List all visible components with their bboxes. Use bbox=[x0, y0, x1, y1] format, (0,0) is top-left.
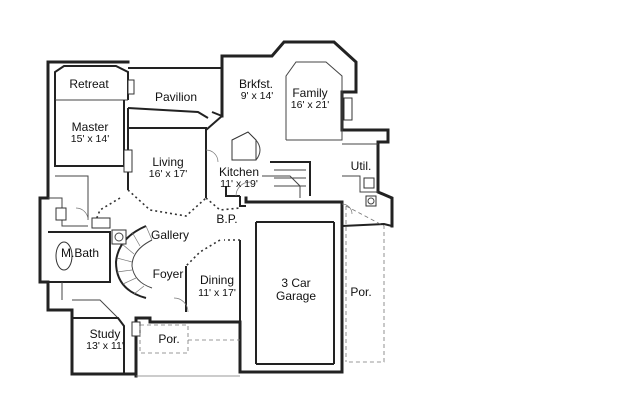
kitchen-label: Kitchen bbox=[219, 165, 259, 179]
bp-label: B.P. bbox=[216, 212, 237, 226]
room-labels: Retreat Pavilion Brkfst. 9' x 14' Family… bbox=[61, 77, 372, 352]
util-label: Util. bbox=[351, 159, 372, 173]
living-dim: 16' x 17' bbox=[149, 168, 187, 180]
family-label: Family bbox=[292, 86, 327, 100]
brkfst-label: Brkfst. bbox=[239, 77, 273, 91]
dining-label: Dining bbox=[200, 273, 234, 287]
dining-dim: 11' x 17' bbox=[198, 287, 236, 299]
garage-label-line1: 3 Car bbox=[281, 276, 310, 290]
kitchen-dim: 11' x 19' bbox=[220, 178, 258, 190]
living-label: Living bbox=[152, 155, 183, 169]
retreat-label: Retreat bbox=[69, 77, 109, 91]
interior-walls bbox=[48, 61, 378, 374]
gallery-label: Gallery bbox=[151, 228, 189, 242]
open-transitions bbox=[95, 189, 241, 267]
master-label: Master bbox=[72, 120, 109, 134]
mbath-label: M.Bath bbox=[61, 246, 99, 260]
study-label: Study bbox=[90, 327, 121, 341]
exterior-walls bbox=[38, 40, 394, 378]
master-dim: 15' x 14' bbox=[71, 133, 109, 145]
brkfst-dim: 9' x 14' bbox=[241, 90, 274, 102]
porch-front-label: Por. bbox=[158, 332, 179, 346]
spiral-stair bbox=[114, 225, 153, 299]
family-dim: 16' x 21' bbox=[291, 99, 329, 111]
bath-fixtures bbox=[55, 79, 353, 337]
garage-label-line2: Garage bbox=[276, 289, 316, 303]
porch-right-label: Por. bbox=[350, 285, 371, 299]
pavilion-label: Pavilion bbox=[155, 90, 197, 104]
study-dim: 13' x 11' bbox=[86, 340, 124, 352]
foyer-label: Foyer bbox=[153, 267, 184, 281]
porches bbox=[136, 205, 385, 377]
